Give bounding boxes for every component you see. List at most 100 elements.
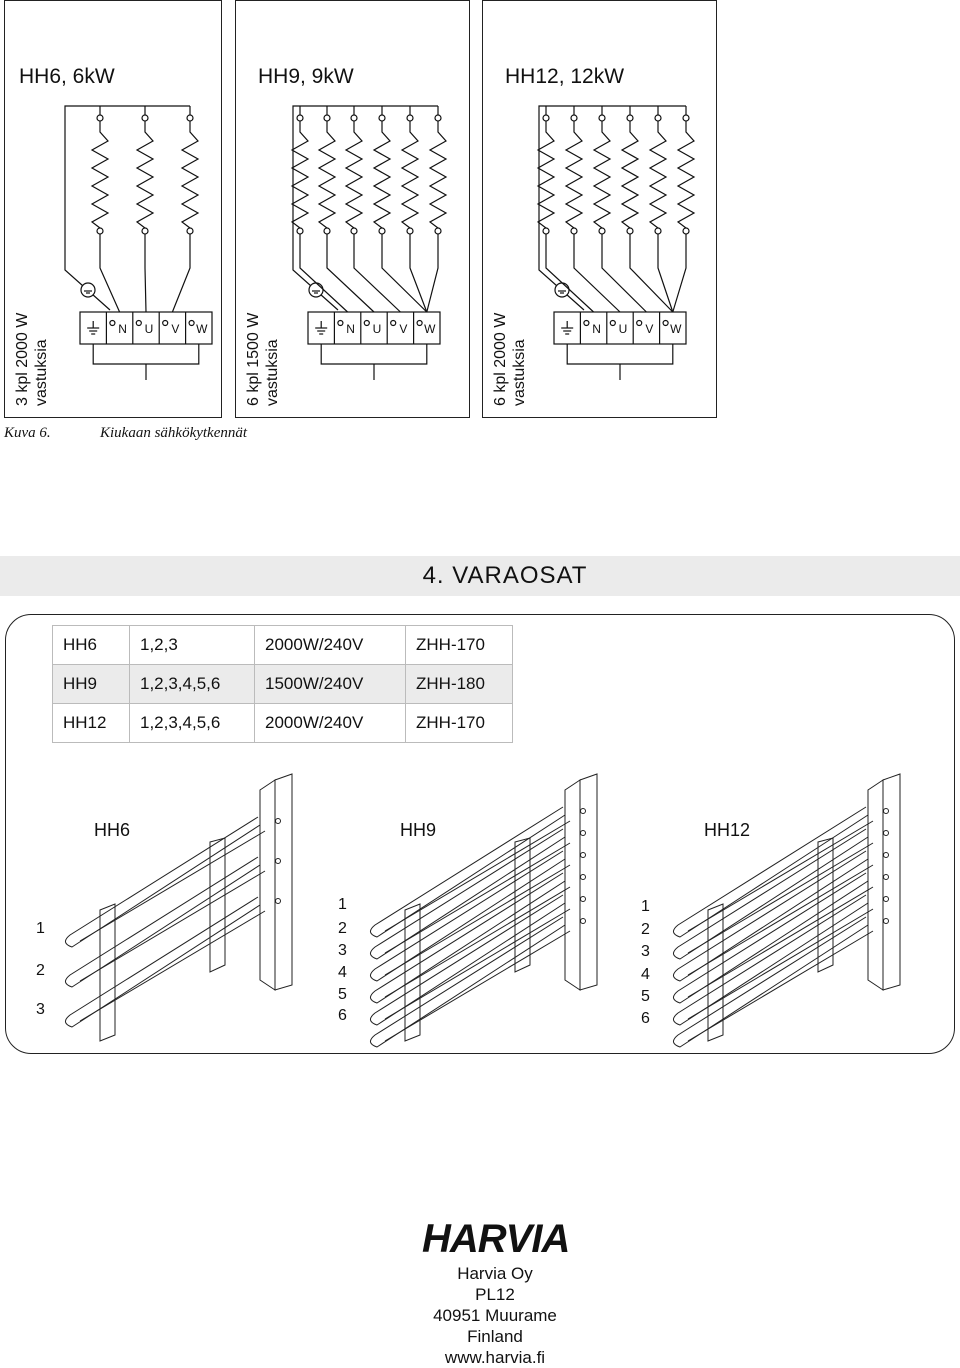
heating-tube — [384, 908, 571, 1020]
terminal-label: U — [145, 322, 154, 336]
tube-end — [275, 898, 281, 904]
panel-title: HH6, 6kW — [19, 65, 115, 88]
back-column — [882, 773, 901, 991]
heating-tube — [370, 894, 566, 1026]
harvia-logo: HARVIA — [422, 1217, 570, 1260]
heating-element-drawings — [65, 773, 901, 1048]
terminal-screw — [337, 319, 344, 327]
back-column — [579, 773, 598, 991]
terminal-node — [406, 227, 414, 235]
tube-end — [580, 852, 586, 858]
front-column — [404, 903, 421, 1042]
terminal-node — [542, 227, 550, 235]
heater-drawing-hh12 — [673, 773, 901, 1048]
heating-tube — [687, 886, 874, 998]
heating-tube — [673, 850, 869, 982]
terminal-node — [682, 114, 690, 122]
heating-tube — [370, 806, 566, 938]
heating-tube — [79, 870, 266, 982]
heating-tube — [687, 908, 874, 1020]
tube-end — [275, 818, 281, 824]
supply-wire — [672, 234, 687, 313]
terminal-screw — [162, 319, 169, 327]
figure-number: Kuva 6. — [4, 425, 51, 441]
model-cell: HH12 — [52, 703, 130, 743]
terminal-node — [570, 227, 578, 235]
terminal-label: N — [346, 322, 355, 336]
resistor-symbol — [648, 121, 668, 229]
back-column — [274, 773, 293, 991]
tube-end — [275, 858, 281, 864]
table-row: HH6 1,2,3 2000W/240V ZHH-170 — [52, 625, 513, 665]
panel-title: HH12, 12kW — [505, 65, 625, 88]
terminal-node — [141, 227, 149, 235]
power-cell: 1500W/240V — [254, 664, 406, 704]
terminal-screw — [109, 319, 116, 327]
drawing-label-hh9: HH9 — [400, 820, 437, 840]
front-column — [707, 903, 724, 1042]
tube-end — [883, 852, 889, 858]
terminal-node — [186, 227, 194, 235]
heating-tube — [370, 916, 566, 1048]
terminal-label: U — [619, 322, 628, 336]
resistor-symbol — [592, 121, 612, 229]
neutral-wire — [64, 105, 111, 311]
middle-column — [514, 837, 531, 973]
element-number: 1 — [36, 920, 45, 937]
company-name: Harvia Oy — [457, 1264, 533, 1283]
drawing-label-hh6: HH6 — [94, 820, 131, 840]
terminal-node — [323, 114, 331, 122]
wiring-group — [64, 105, 213, 380]
terminal-node — [323, 227, 331, 235]
supply-wire — [629, 234, 674, 313]
elements-cell: 1,2,3,4,5,6 — [129, 664, 255, 704]
terminal-label: V — [171, 322, 179, 336]
earth-icon — [308, 282, 324, 298]
table-row: HH12 1,2,3,4,5,6 2000W/240V ZHH-170 — [52, 703, 513, 743]
heater-drawing-hh6 — [65, 773, 293, 1042]
supply-wire — [657, 234, 674, 313]
front-column — [99, 903, 116, 1042]
terminal-screw — [609, 319, 616, 327]
heating-tube — [65, 896, 261, 1028]
wiring-group — [290, 105, 448, 380]
element-number: 6 — [641, 1010, 650, 1027]
terminal-node — [434, 114, 442, 122]
resistor-symbol — [344, 121, 364, 229]
heating-tube — [673, 828, 869, 960]
element-number: 2 — [641, 921, 650, 938]
figure-caption: Kiukaan sähkökytkennät — [100, 425, 248, 441]
table-row: HH9 1,2,3,4,5,6 1500W/240V ZHH-180 — [52, 664, 513, 704]
drawing-label-hh12: HH12 — [704, 820, 751, 840]
earth-icon — [80, 282, 96, 298]
terminal-node — [96, 227, 104, 235]
terminal-node — [350, 114, 358, 122]
website-link[interactable]: www.harvia.fi — [444, 1348, 546, 1367]
terminal-screw — [363, 319, 370, 327]
terminal-label: W — [196, 322, 208, 336]
back-column — [564, 779, 581, 991]
terminal-node — [378, 114, 386, 122]
terminal-node — [96, 114, 104, 122]
terminal-node — [296, 227, 304, 235]
resistor-symbol — [90, 121, 110, 229]
cable — [566, 344, 674, 365]
heating-tube — [65, 856, 261, 988]
heating-tube — [384, 842, 571, 954]
element-number: 1 — [641, 898, 650, 915]
element-number: 4 — [641, 966, 650, 983]
supply-wire — [381, 234, 428, 313]
section-header-bar — [0, 556, 960, 596]
part-code-cell: ZHH-170 — [405, 703, 513, 743]
resistor-symbol — [180, 121, 200, 229]
supply-wire — [409, 234, 428, 313]
terminal-node — [542, 114, 550, 122]
tube-end — [580, 918, 586, 924]
terminal-label: W — [424, 322, 436, 336]
heating-tube — [65, 816, 261, 948]
heating-tube — [384, 886, 571, 998]
power-cell: 2000W/240V — [254, 703, 406, 743]
terminal-screw — [583, 319, 590, 327]
